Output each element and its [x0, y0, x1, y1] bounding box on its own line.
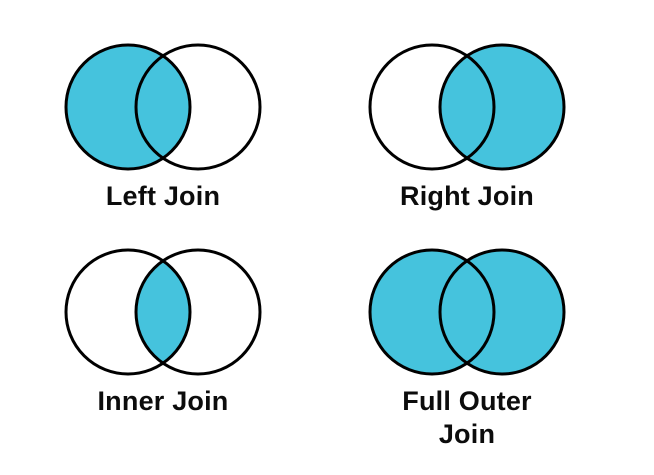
right-circle-outline — [438, 248, 566, 376]
panel-full-outer-join: Full Outer Join — [332, 245, 602, 475]
left-circle-outline — [64, 248, 192, 376]
left-circle-outline — [368, 248, 496, 376]
left-circle-outline — [64, 43, 192, 171]
venn-diagram-inner-join — [64, 248, 262, 376]
intersection-fill — [440, 250, 494, 374]
venn-diagram-full-outer-join — [368, 248, 566, 376]
right-circle-outline — [134, 248, 262, 376]
right-circle-outline — [438, 43, 566, 171]
left-circle-outline — [368, 43, 496, 171]
panel-label-right-join: Right Join — [400, 181, 534, 211]
right-circle-outline — [134, 43, 262, 171]
intersection-fill — [136, 45, 190, 169]
panel-left-join: Left Join — [28, 40, 298, 240]
panel-label-left-join: Left Join — [105, 181, 221, 211]
venn-diagram-right-join — [368, 43, 566, 171]
panel-label-full-outer-join: Full Outer Join — [402, 386, 532, 449]
panel-label-inner-join: Inner Join — [97, 386, 229, 416]
venn-diagram-left-join — [64, 43, 262, 171]
intersection-fill — [440, 45, 494, 169]
panel-right-join: Right Join — [332, 40, 602, 240]
panel-inner-join: Inner Join — [28, 245, 298, 445]
intersection-fill — [136, 250, 190, 374]
